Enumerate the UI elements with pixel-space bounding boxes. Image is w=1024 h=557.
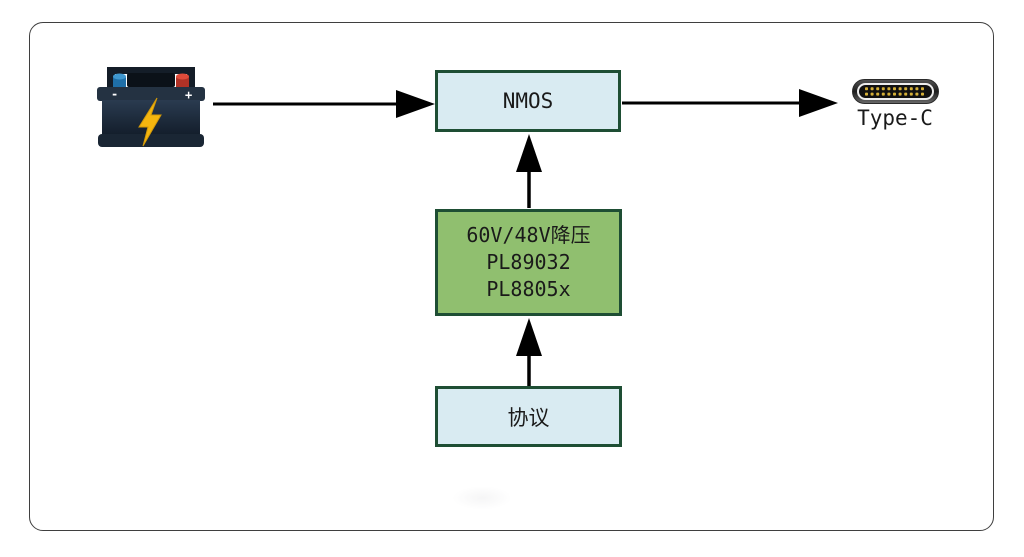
- nmos-label: NMOS: [502, 89, 554, 113]
- connector-pins: [864, 87, 924, 96]
- battery-plus-sign: +: [185, 88, 192, 102]
- buck-line-3: PL8805x: [486, 277, 571, 301]
- battery-negative-terminal: [113, 73, 126, 89]
- nmos-node: NMOS: [435, 70, 621, 132]
- battery-positive-terminal: [176, 73, 189, 89]
- lightning-bolt-icon: [138, 97, 162, 147]
- car-battery-icon: - +: [97, 67, 205, 147]
- buck-converter-node: 60V/48V降压 PL89032 PL8805x: [435, 209, 622, 316]
- protocol-label: 协议: [507, 405, 550, 430]
- faint-watermark: [452, 486, 512, 510]
- type-c-label: Type-C: [857, 106, 933, 130]
- protocol-node: 协议: [435, 386, 622, 447]
- buck-line-2: PL89032: [486, 250, 571, 274]
- buck-line-1: 60V/48V降压: [466, 223, 591, 247]
- usb-type-c-connector-icon: [851, 79, 939, 104]
- battery-minus-sign: -: [111, 87, 118, 101]
- type-c-node: Type-C: [845, 79, 945, 130]
